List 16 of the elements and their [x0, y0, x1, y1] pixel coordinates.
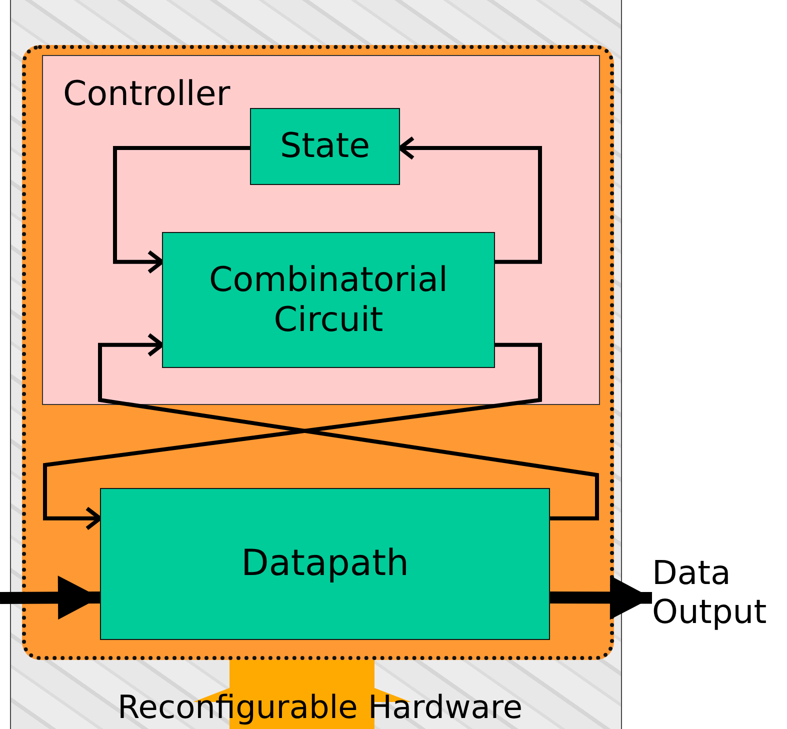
- node-label: Data Output: [652, 554, 768, 632]
- arrow: [550, 576, 652, 620]
- arrow: [98, 332, 599, 520]
- process-box: [162, 232, 495, 368]
- node-label: Datapath: [241, 542, 409, 586]
- controller-panel: [42, 55, 600, 405]
- node-label: Combinatorial Circuit: [208, 260, 449, 340]
- datapath-box: [100, 488, 550, 640]
- group-title: Controller: [63, 74, 230, 114]
- arrow: [0, 576, 100, 620]
- arrow: [43, 342, 542, 530]
- node-label: State: [280, 126, 370, 167]
- arrow: [398, 136, 542, 264]
- reconfigurable-hardware-area: [22, 45, 614, 660]
- arrow: [113, 146, 250, 274]
- state-box: [250, 108, 400, 185]
